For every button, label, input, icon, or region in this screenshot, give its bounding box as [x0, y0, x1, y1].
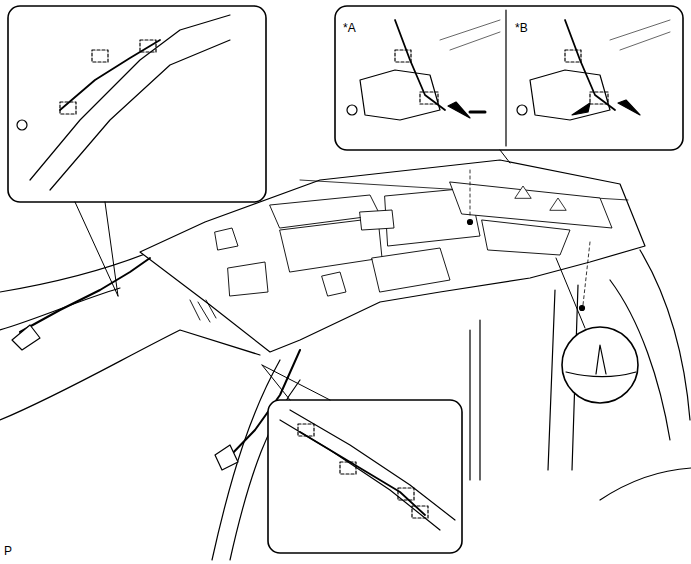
rear-seat-line [600, 468, 691, 500]
clip-detail-shape [566, 345, 636, 377]
wire-detail [60, 40, 160, 110]
windshield-edge [0, 252, 150, 292]
detail-divider [505, 10, 506, 146]
wire-detail-lower [300, 432, 425, 515]
door-edge [470, 320, 480, 480]
detail-box-left [8, 6, 266, 202]
pillar-detail-lower [280, 410, 455, 530]
left-curtain-airbag [20, 258, 150, 332]
clip-detail-lower [298, 424, 428, 518]
view-label: *A [342, 22, 357, 35]
bolt-detail [17, 120, 27, 130]
leader-lines [75, 150, 585, 400]
clip-detail [60, 40, 156, 114]
figure-code: P [3, 545, 13, 558]
view-label: *B [514, 22, 529, 35]
wire-harness [190, 300, 216, 322]
detail-box-bottom [268, 400, 462, 553]
right-airbag-bracket [215, 445, 238, 470]
screws [468, 220, 585, 311]
clip-markers [515, 186, 566, 210]
detail-box-top [335, 6, 683, 150]
left-airbag-bracket [12, 325, 40, 350]
pillar-detail [30, 15, 230, 190]
headliner-pads [215, 182, 612, 296]
screw-guides [470, 170, 590, 305]
clip-detail-circle [562, 327, 638, 403]
dashboard-line [0, 330, 260, 420]
detail-b [517, 20, 670, 120]
detail-a [347, 20, 500, 120]
